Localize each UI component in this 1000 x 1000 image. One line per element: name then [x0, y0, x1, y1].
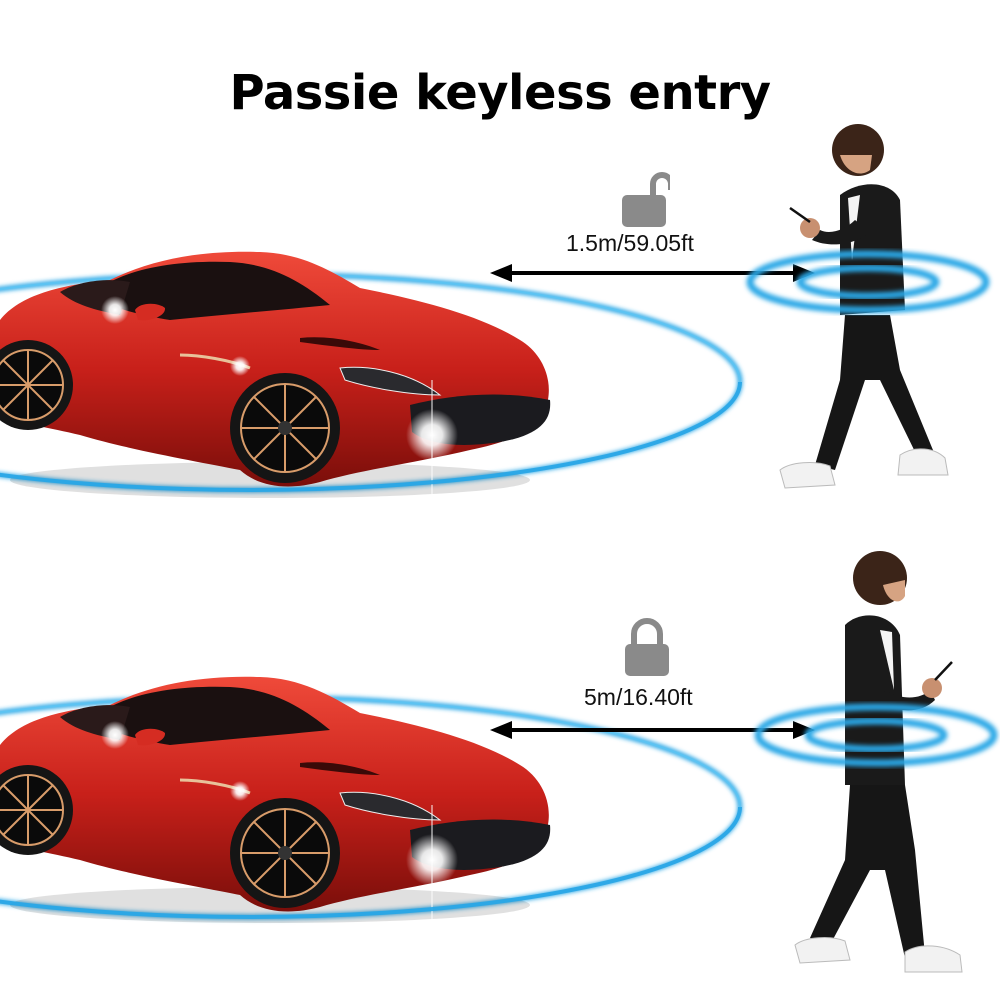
distance-arrow — [490, 264, 815, 282]
distance-label: 5m/16.40ft — [584, 684, 693, 710]
distance-label: 1.5m/59.05ft — [566, 230, 694, 256]
walking-person — [779, 124, 949, 489]
red-sports-car — [0, 676, 551, 930]
locked-padlock-icon — [625, 618, 669, 676]
walking-person — [794, 551, 963, 973]
scene-near-unlocked: 1.5m/59.05ft — [0, 110, 1000, 500]
unlocked-padlock-icon — [622, 172, 670, 227]
distance-arrow — [490, 721, 815, 739]
scene-illustration — [0, 124, 949, 498]
scene-illustration — [0, 551, 963, 973]
red-sports-car — [0, 251, 551, 498]
scene-far-locked: 5m/16.40ft — [0, 540, 1000, 1000]
page-title: Passie keyless entry — [229, 65, 771, 121]
